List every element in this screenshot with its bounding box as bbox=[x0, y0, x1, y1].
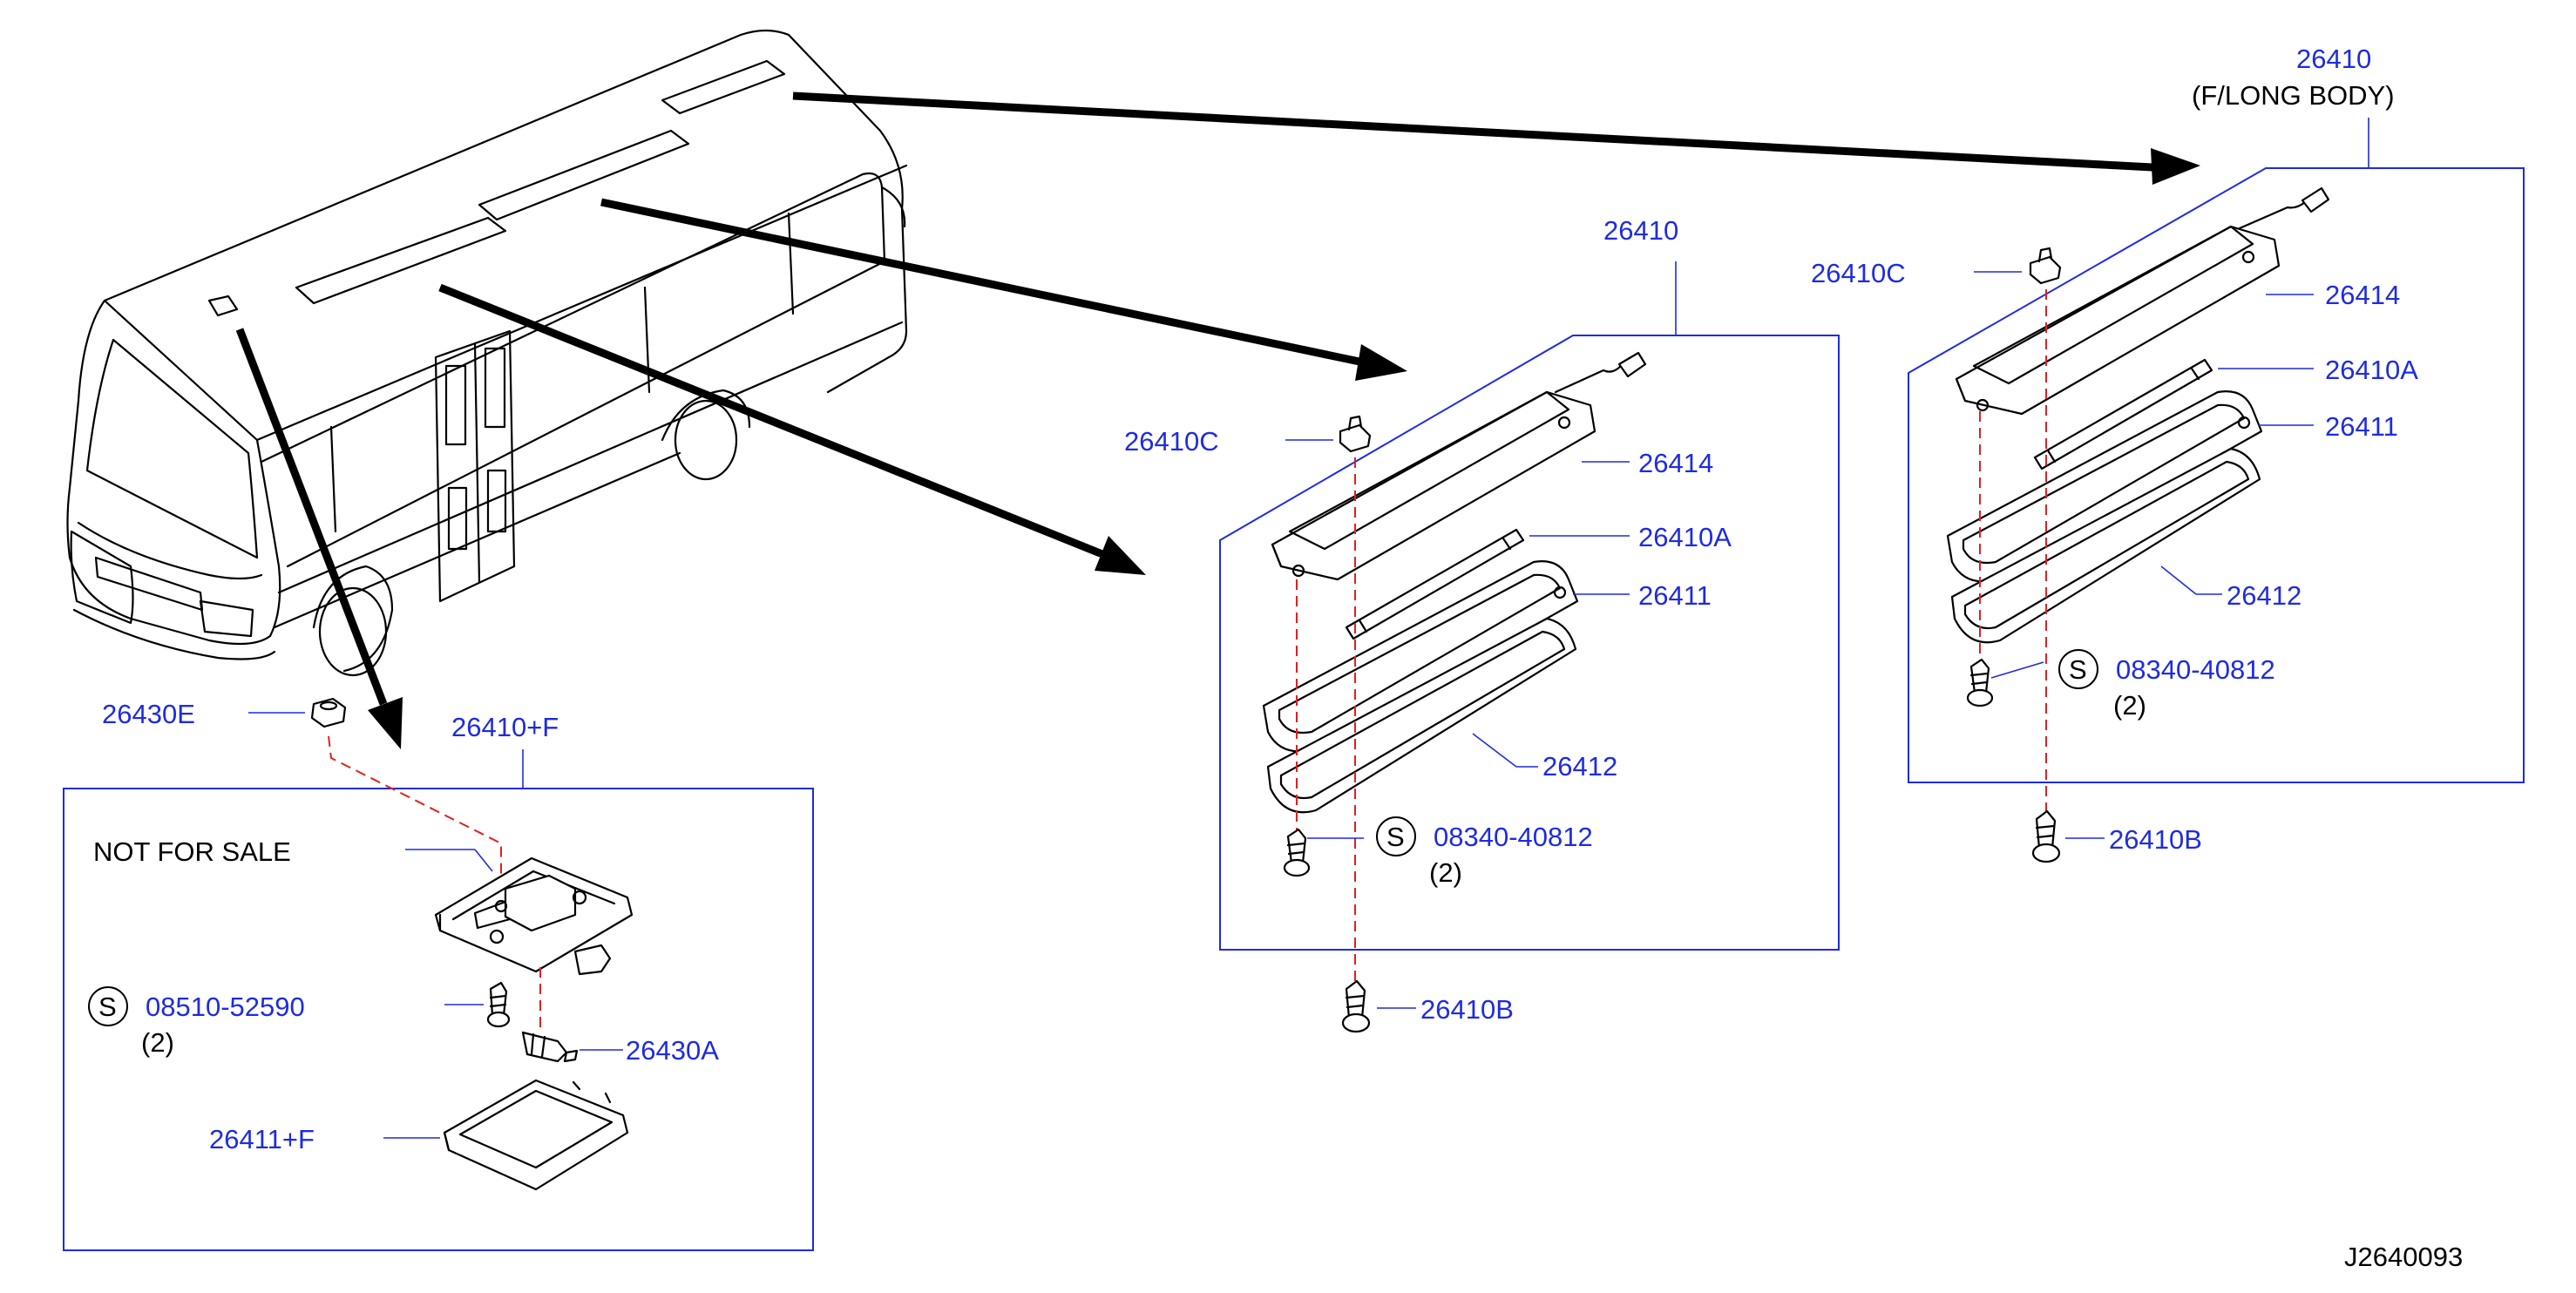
callout-26430E: 26430E bbox=[102, 699, 195, 729]
tube-26410A-center bbox=[1345, 528, 1525, 640]
locator-arrows bbox=[235, 91, 2200, 749]
screw-26410B-right bbox=[2031, 809, 2061, 863]
callout-26410C-right: 26410C bbox=[1811, 258, 1906, 288]
callout-26414-center: 26414 bbox=[1638, 448, 1713, 478]
standard-part-mark-right bbox=[2058, 649, 2098, 689]
callout-26414-right: 26414 bbox=[2325, 280, 2400, 310]
standard-part-mark bbox=[88, 986, 128, 1026]
lens-26411F bbox=[443, 1079, 629, 1191]
qty-08340-center: (2) bbox=[1429, 857, 1462, 888]
clip-26410C-center bbox=[1339, 415, 1372, 453]
arrow-to-right-box bbox=[792, 91, 2153, 172]
callout-08340-right: 08340-40812 bbox=[2116, 654, 2275, 685]
callout-26430A: 26430A bbox=[626, 1035, 719, 1066]
callout-26410A-center: 26410A bbox=[1638, 522, 1732, 552]
right-assembly-box: 26410 (F/LONG BODY) 26410C 26414 26410A bbox=[1811, 44, 2525, 815]
arrow-to-left-box bbox=[235, 328, 388, 706]
left-assembly-box: 26410+F 26430E NOT FOR SALE bbox=[63, 697, 814, 1251]
right-box-note: (F/LONG BODY) bbox=[2192, 80, 2395, 111]
callout-26412-center: 26412 bbox=[1542, 751, 1617, 782]
qty-08340-right: (2) bbox=[2113, 690, 2146, 721]
callout-26410B-right: 26410B bbox=[2109, 824, 2202, 855]
clip-26410C-right bbox=[2029, 247, 2062, 285]
callout-26411-center: 26411 bbox=[1638, 580, 1712, 611]
callout-08340-center: 08340-40812 bbox=[1434, 822, 1593, 852]
qty-08510: (2) bbox=[141, 1027, 174, 1058]
callout-26410C-center: 26410C bbox=[1124, 426, 1219, 457]
callout-26411F: 26411+F bbox=[209, 1124, 315, 1154]
gasket-26412-right bbox=[1950, 447, 2261, 644]
center-assembly-box: 26410 26410C 26414 26410A bbox=[1124, 215, 1840, 985]
std-mark-left: S bbox=[98, 992, 117, 1022]
callout-26411-right: 26411 bbox=[2325, 411, 2398, 442]
gasket-26412-center bbox=[1266, 617, 1577, 814]
nut-26430E bbox=[310, 697, 347, 728]
std-mark-right: S bbox=[2069, 654, 2087, 685]
tube-26410A-right bbox=[2033, 358, 2213, 470]
callout-26410B-center: 26410B bbox=[1420, 994, 1514, 1025]
housing-26414-right bbox=[1955, 186, 2330, 416]
screw-08510 bbox=[486, 981, 511, 1028]
housing-26414-center bbox=[1271, 351, 1647, 581]
standard-part-mark-center bbox=[1376, 816, 1416, 856]
van-illustration bbox=[66, 29, 908, 677]
callout-26412-right: 26412 bbox=[2227, 580, 2301, 611]
diagram-id: J2640093 bbox=[2344, 1242, 2463, 1272]
lens-26411-right bbox=[1946, 390, 2263, 583]
callout-center-box: 26410 bbox=[1603, 215, 1678, 246]
callout-08510-52590: 08510-52590 bbox=[146, 992, 305, 1022]
arrow-to-center-lower bbox=[438, 283, 1104, 558]
screw-08340-center bbox=[1283, 828, 1311, 877]
not-for-sale-label: NOT FOR SALE bbox=[93, 836, 291, 867]
dome-lamp-housing bbox=[434, 856, 634, 976]
std-mark-center: S bbox=[1386, 822, 1405, 852]
callout-26410A-right: 26410A bbox=[2325, 355, 2418, 385]
bulb-26430A bbox=[521, 1031, 579, 1063]
callout-left-box: 26410+F bbox=[451, 712, 559, 742]
callout-right-box: 26410 bbox=[2296, 44, 2371, 74]
screw-26410B-center bbox=[1341, 979, 1371, 1033]
screw-08340-right bbox=[1966, 658, 1994, 707]
arrow-to-center-box bbox=[600, 198, 1360, 366]
